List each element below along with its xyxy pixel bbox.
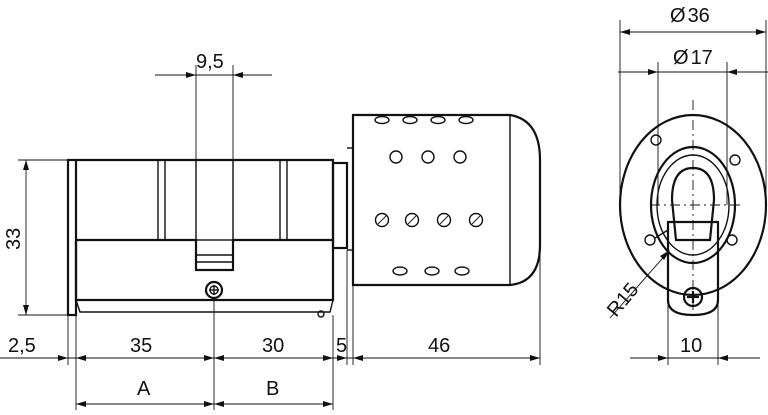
label-a: A — [137, 378, 151, 400]
cylinder-lower-body — [74, 240, 335, 302]
keyhole — [670, 166, 716, 242]
connector — [331, 161, 349, 250]
flange-plate — [66, 158, 78, 317]
knob-body — [351, 113, 542, 287]
dim-top-width: 9,5 — [196, 51, 224, 73]
end-view — [618, 100, 768, 320]
dim-radius: R15 — [603, 279, 643, 321]
diameter-symbol: Ø — [670, 5, 686, 27]
dim-gap: 5 — [336, 335, 347, 357]
outer-diameter-value: 36 — [688, 5, 710, 27]
fixing-screw-icon — [204, 280, 224, 300]
dim-cam-width: 10 — [680, 335, 702, 357]
cam-tip — [654, 229, 669, 239]
knob-side-view — [347, 113, 542, 287]
dim-offset: 2,5 — [8, 335, 36, 357]
label-b: B — [266, 378, 279, 400]
dim-part-a: 35 — [130, 335, 152, 357]
cylinder-base-edge — [75, 299, 334, 313]
cam-slot — [195, 159, 234, 241]
rosette-hole — [729, 154, 741, 166]
dim-part-b: 30 — [262, 335, 284, 357]
end-view-dimensions — [609, 20, 768, 365]
diameter-symbol: Ø — [673, 47, 689, 69]
dim-knob: 46 — [428, 335, 450, 357]
small-screw-icon — [317, 310, 325, 318]
cylinder-side-view — [66, 158, 349, 318]
dimension-lines — [0, 65, 541, 410]
dim-height: 33 — [3, 228, 25, 250]
rosette-hole — [644, 234, 656, 246]
rosette-hole — [650, 134, 662, 146]
inner-diameter-value: 17 — [691, 47, 713, 69]
knob-holes — [374, 115, 484, 276]
rosette-hole — [726, 234, 738, 246]
cylinder-upper-body — [76, 158, 335, 272]
